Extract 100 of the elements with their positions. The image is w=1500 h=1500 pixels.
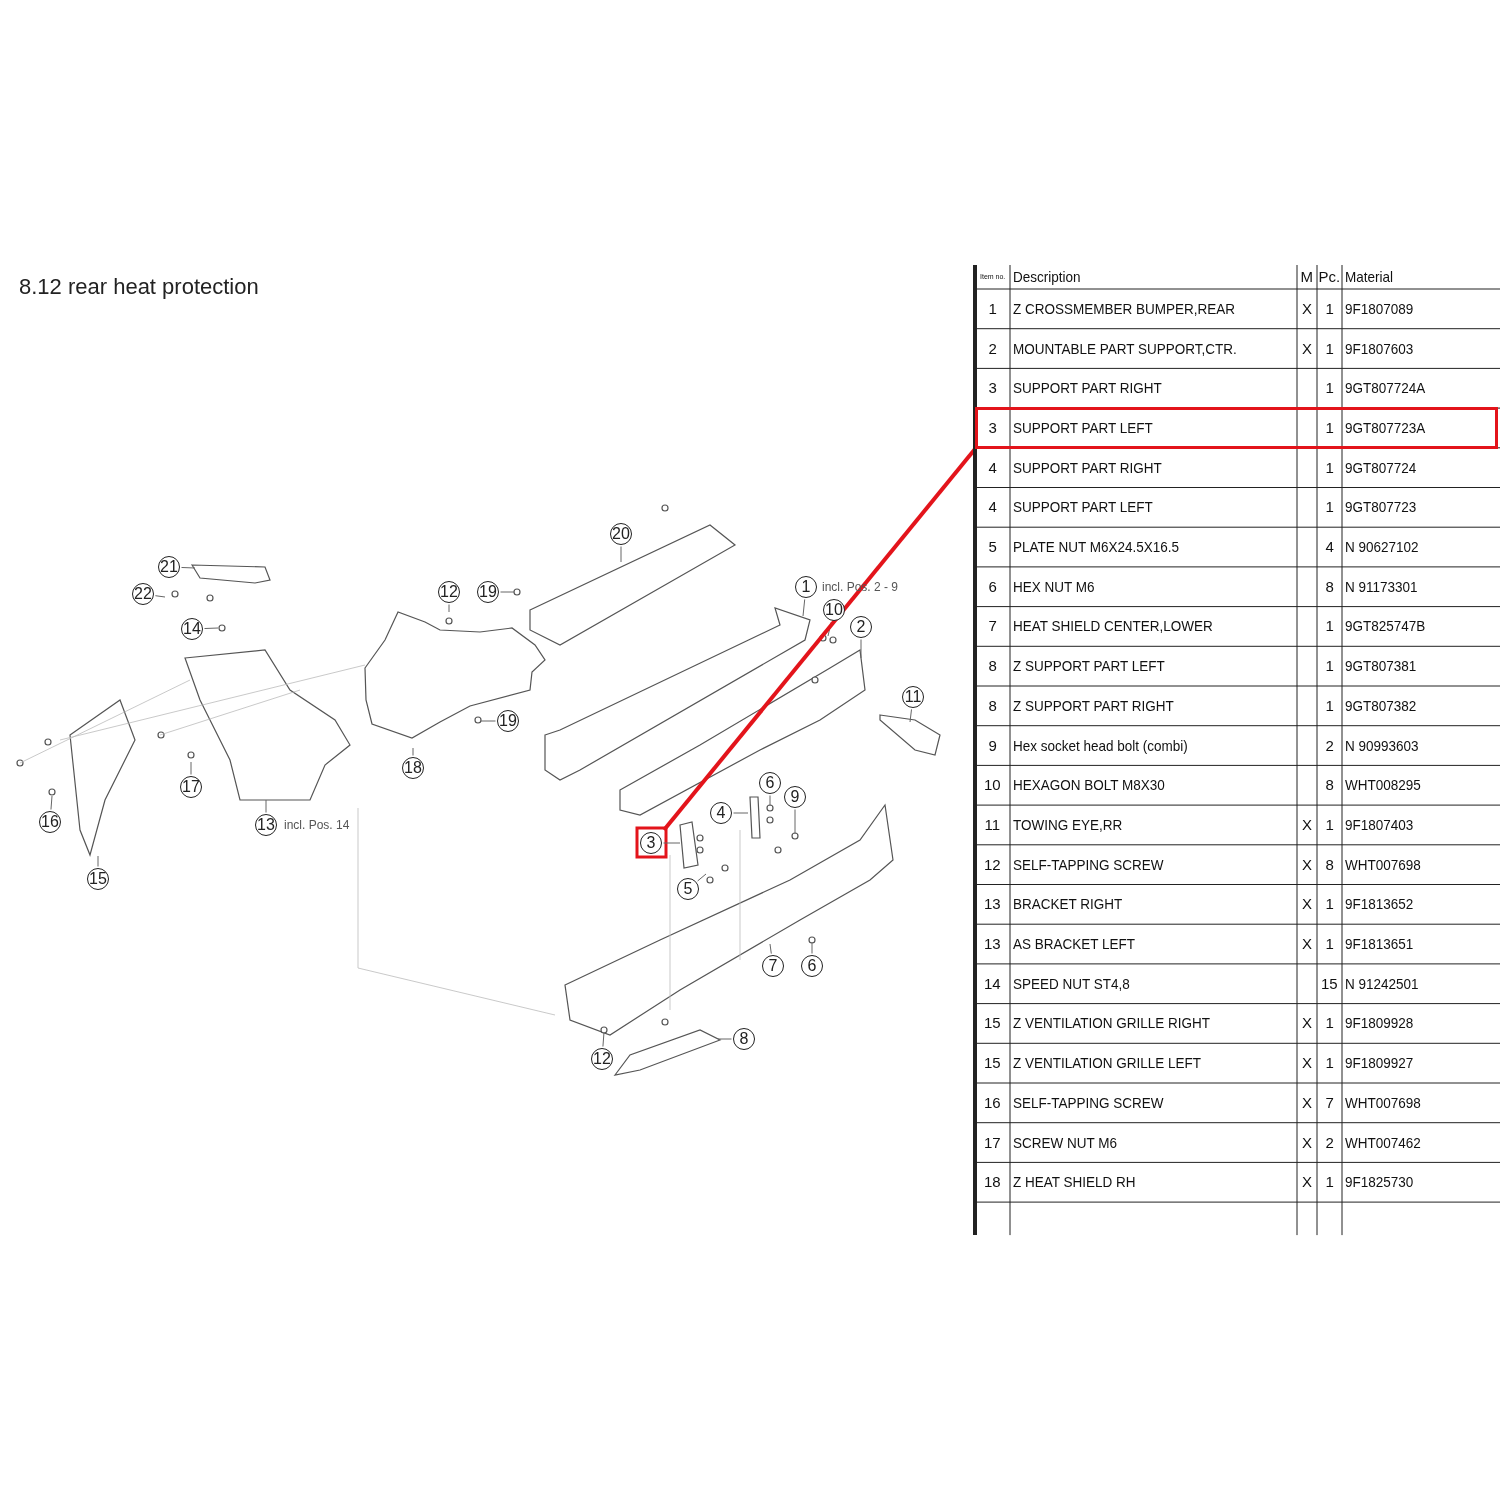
table-cell: X	[1302, 1054, 1312, 1073]
table-cell: 15	[1321, 974, 1338, 993]
callout-number: 2	[850, 616, 872, 638]
callout-number: 14	[181, 618, 203, 640]
table-cell: 17	[984, 1133, 1001, 1152]
table-cell: 1	[1325, 617, 1334, 636]
callout-number: 16	[39, 811, 61, 833]
leader-line	[769, 943, 772, 955]
table-cell: 15	[984, 1054, 1001, 1073]
table-cell: Z SUPPORT PART RIGHT	[1013, 696, 1174, 715]
column-header: Material	[1345, 268, 1393, 286]
table-cell: 8	[988, 696, 997, 715]
table-cell: 9GT807381	[1345, 657, 1417, 676]
leader-line	[717, 1038, 732, 1040]
leader-line	[190, 761, 192, 775]
leader-line	[733, 812, 749, 814]
table-cell: 1	[1325, 815, 1334, 834]
table-cell: 8	[1325, 577, 1334, 596]
table-cell: 3	[988, 379, 997, 398]
table-cell: SELF-TAPPING SCREW	[1013, 855, 1164, 874]
leader-line	[802, 598, 806, 617]
table-cell: X	[1302, 1093, 1312, 1112]
table-cell: X	[1302, 895, 1312, 914]
table-cell: HEAT SHIELD CENTER,LOWER	[1013, 617, 1213, 636]
table-cell: X	[1302, 1133, 1312, 1152]
table-cell: 9GT807724	[1345, 458, 1417, 477]
table-cell: 15	[984, 1014, 1001, 1033]
table-cell: N 91242501	[1345, 974, 1419, 993]
table-cell: 9F1809927	[1345, 1054, 1414, 1073]
callout-number: 13	[255, 814, 277, 836]
leader-line	[697, 873, 707, 882]
page-title: 8.12 rear heat protection	[19, 274, 259, 300]
leader-line	[769, 795, 771, 807]
table-cell: 8	[1325, 855, 1334, 874]
leader-line	[909, 708, 912, 723]
table-cell: 9GT807723A	[1345, 418, 1426, 437]
leader-line	[50, 795, 53, 811]
table-cell: 1	[1325, 339, 1334, 358]
table-cell: WHT007698	[1345, 1093, 1421, 1112]
table-cell: 14	[984, 974, 1001, 993]
highlight-frame	[975, 407, 1498, 449]
table-cell: 9GT807723	[1345, 498, 1417, 517]
callout-number: 17	[180, 776, 202, 798]
table-cell: SUPPORT PART RIGHT	[1013, 379, 1162, 398]
table-cell: 18	[984, 1173, 1001, 1192]
leader-line	[265, 799, 267, 813]
table-cell: 9F1809928	[1345, 1014, 1414, 1033]
table-cell: SUPPORT PART LEFT	[1013, 498, 1153, 517]
table-cell: X	[1302, 935, 1312, 954]
table-cell: HEXAGON BOLT M8X30	[1013, 776, 1165, 795]
column-header: M	[1300, 268, 1313, 286]
leader-line	[794, 809, 796, 835]
leader-line	[412, 747, 414, 756]
table-cell: 2	[1325, 1133, 1334, 1152]
table-cell: WHT008295	[1345, 776, 1421, 795]
leader-line	[448, 604, 450, 613]
table-cell: SCREW NUT M6	[1013, 1133, 1117, 1152]
callout-number: 19	[497, 710, 519, 732]
table-cell: 5	[988, 538, 997, 557]
table-cell: N 90993603	[1345, 736, 1419, 755]
callout-number: 6	[801, 955, 823, 977]
table-cell: MOUNTABLE PART SUPPORT,CTR.	[1013, 339, 1237, 358]
callout-number: 12	[438, 581, 460, 603]
table-cell: AS BRACKET LEFT	[1013, 935, 1136, 954]
callout-number: 3	[640, 832, 662, 854]
leader-line	[602, 1031, 605, 1048]
leader-line	[154, 595, 166, 598]
table-cell: 9F1807603	[1345, 339, 1414, 358]
table-cell: X	[1302, 299, 1312, 318]
leader-line	[480, 720, 496, 722]
table-cell: 6	[988, 577, 997, 596]
table-cell: 1	[1325, 1173, 1334, 1192]
table-cell: 9F1807403	[1345, 815, 1414, 834]
table-cell: 1	[1325, 696, 1334, 715]
table-cell: 1	[1325, 657, 1334, 676]
table-cell: SELF-TAPPING SCREW	[1013, 1093, 1164, 1112]
callout-number: 20	[610, 523, 632, 545]
table-cell: X	[1302, 1014, 1312, 1033]
table-cell: Z HEAT SHIELD RH	[1013, 1173, 1136, 1192]
table-cell: BRACKET RIGHT	[1013, 895, 1123, 914]
table-cell: 9GT807724A	[1345, 379, 1426, 398]
table-cell: 4	[1325, 538, 1334, 557]
column-header: Pc.	[1318, 268, 1341, 286]
table-cell: 1	[1325, 458, 1334, 477]
callout-number: 9	[784, 786, 806, 808]
table-cell: 8	[1325, 776, 1334, 795]
table-cell: Z SUPPORT PART LEFT	[1013, 657, 1165, 676]
callout-number: 22	[132, 583, 154, 605]
leader-line	[860, 639, 862, 659]
leader-line	[500, 591, 515, 593]
table-cell: 1	[1325, 935, 1334, 954]
table-cell: 1	[1325, 1054, 1334, 1073]
callout-number: 19	[477, 581, 499, 603]
table-cell: SPEED NUT ST4,8	[1013, 974, 1130, 993]
table-cell: 2	[988, 339, 997, 358]
callout-number: 21	[158, 556, 180, 578]
leader-line	[181, 567, 196, 569]
table-cell: 9GT807382	[1345, 696, 1417, 715]
table-cell: 9GT825747B	[1345, 617, 1426, 636]
table-cell: 12	[984, 855, 1001, 874]
